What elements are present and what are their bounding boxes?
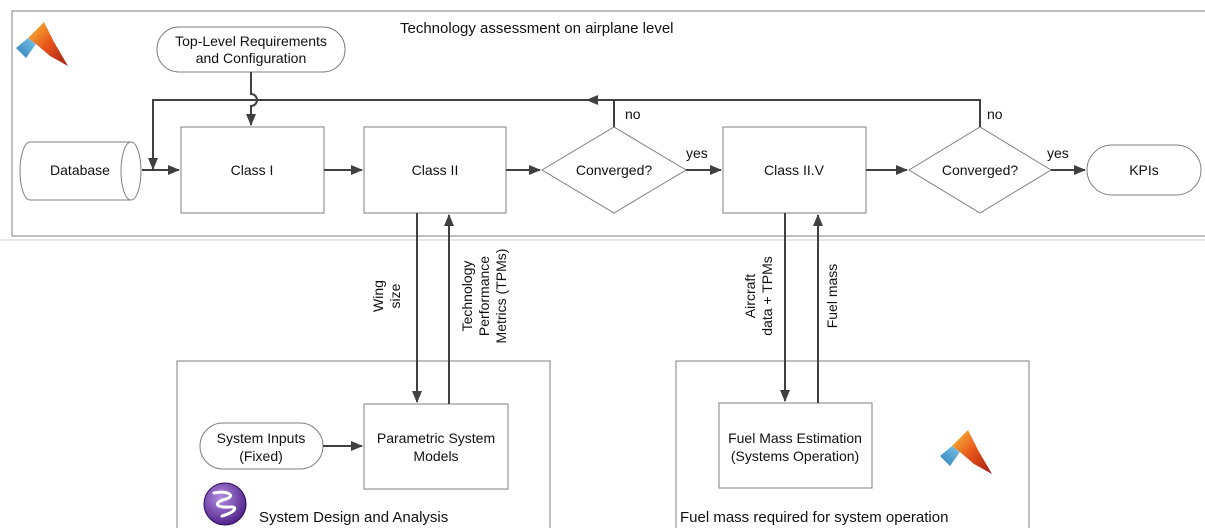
top-level-requirements-line-2: and Configuration bbox=[196, 50, 307, 66]
bottom-left-panel bbox=[176, 360, 551, 528]
arrow-feedback-converged-2 bbox=[586, 95, 981, 127]
connectors bbox=[142, 72, 1086, 451]
fuel-mass-estimation-node: Fuel Mass Estimation (Systems Operation) bbox=[718, 402, 873, 489]
no-label-1: no bbox=[625, 106, 641, 122]
no-label-2: no bbox=[987, 106, 1003, 122]
yes-label-1: yes bbox=[686, 145, 708, 161]
aircraft-data-label: Aircraft data + TPMs bbox=[742, 256, 775, 336]
database-node: Database bbox=[19, 141, 142, 201]
bottom-right-panel-title: Fuel mass required for system operation bbox=[680, 509, 948, 526]
system-inputs-node: System Inputs (Fixed) bbox=[199, 422, 324, 470]
parametric-models-line-2: Models bbox=[413, 448, 458, 464]
fuel-mass-estimation-line-1: Fuel Mass Estimation bbox=[728, 430, 862, 446]
matlab-logo-bottom-icon bbox=[940, 430, 992, 474]
emacs-logo-icon bbox=[203, 482, 247, 526]
tpms-line-1: Technology bbox=[459, 261, 475, 332]
bottom-left-panel-title: System Design and Analysis bbox=[259, 509, 448, 526]
top-level-requirements-line-1: Top-Level Requirements bbox=[175, 33, 327, 49]
top-level-requirements-node: Top-Level Requirements and Configuration bbox=[156, 26, 346, 73]
fuel-mass-line-1: Fuel mass bbox=[824, 264, 840, 329]
arrow-requirements-to-class-1 bbox=[246, 72, 258, 126]
parametric-models-line-1: Parametric System bbox=[377, 430, 495, 446]
class-2v-label: Class II.V bbox=[764, 162, 825, 178]
converged-1-node: Converged? bbox=[541, 126, 687, 214]
class-2v-node: Class II.V bbox=[722, 126, 867, 214]
bottom-right-panel bbox=[675, 360, 1030, 528]
tpms-label: Technology Performance Metrics (TPMs) bbox=[459, 249, 509, 344]
converged-1-label: Converged? bbox=[576, 162, 652, 178]
kpis-node: KPIs bbox=[1086, 144, 1202, 196]
arrow-feedback-to-class-1 bbox=[148, 99, 587, 170]
wing-size-label: Wing size bbox=[370, 280, 403, 312]
aircraft-data-line-2: data + TPMs bbox=[759, 256, 775, 336]
system-inputs-line-1: System Inputs bbox=[217, 430, 306, 446]
tpms-line-3: Metrics (TPMs) bbox=[493, 249, 509, 344]
tpms-line-2: Performance bbox=[476, 256, 492, 336]
class-2-node: Class II bbox=[363, 126, 507, 214]
system-inputs-line-2: (Fixed) bbox=[239, 448, 283, 464]
top-panel: Technology assessment on airplane level bbox=[0, 10, 1205, 241]
top-panel-title: Technology assessment on airplane level bbox=[400, 20, 674, 37]
converged-2-label: Converged? bbox=[942, 162, 1018, 178]
fuel-mass-label: Fuel mass bbox=[824, 264, 840, 329]
wing-size-line-2: size bbox=[387, 283, 403, 308]
aircraft-data-line-1: Aircraft bbox=[742, 274, 758, 318]
wing-size-line-1: Wing bbox=[370, 280, 386, 312]
database-label: Database bbox=[50, 162, 110, 178]
class-2-label: Class II bbox=[412, 162, 459, 178]
kpis-label: KPIs bbox=[1129, 162, 1159, 178]
parametric-models-node: Parametric System Models bbox=[363, 403, 509, 490]
class-1-label: Class I bbox=[231, 162, 274, 178]
yes-label-2: yes bbox=[1047, 145, 1069, 161]
converged-2-node: Converged? bbox=[908, 126, 1052, 214]
class-1-node: Class I bbox=[180, 126, 325, 214]
matlab-logo-top-icon bbox=[16, 22, 68, 66]
fuel-mass-estimation-line-2: (Systems Operation) bbox=[731, 448, 859, 464]
